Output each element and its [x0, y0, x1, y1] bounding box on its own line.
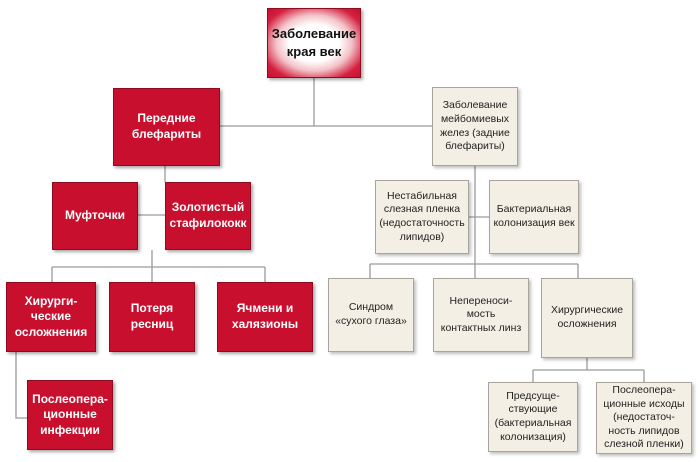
node-postop-infections: Послеопера- ционные инфекции [27, 380, 113, 450]
node-meibomian-disease: Заболевание мейбомиевых желез (задние бл… [432, 87, 518, 166]
node-bacterial-colonization: Бактериальная колонизация век [489, 180, 579, 254]
node-lash-loss: Потеря ресниц [109, 282, 195, 352]
connector-anterior-children [51, 250, 266, 282]
node-staphylococcus: Золотистый стафилококк [165, 182, 251, 250]
node-muftochki: Муфточки [52, 182, 138, 250]
node-root: Заболевание края век [267, 8, 361, 78]
node-postop-outcomes: Послеопера- ционные исходы (недостаточ- … [596, 382, 692, 454]
node-surgical-complications-left: Хирурги- ческие осложнения [6, 282, 96, 352]
node-predisposing: Предсуще- ствующие (бактериальная колони… [488, 382, 578, 452]
node-surgical-complications-right: Хирургические осложнения [541, 278, 633, 358]
connector-meibomian-children [369, 263, 579, 278]
connector-surgical-right-children [532, 358, 645, 382]
node-dry-eye-syndrome: Синдром «сухого глаза» [328, 278, 414, 352]
node-styes-chalazion: Ячмени и халязионы [217, 282, 313, 352]
node-contact-lens-intolerance: Неперенoси- мость контактных линз [433, 278, 529, 352]
connector-surgical-postop [15, 352, 27, 419]
node-unstable-tear-film: Нестабильная слезная пленка (недостаточн… [375, 180, 469, 254]
node-anterior-blepharitis: Передние блефариты [113, 88, 220, 166]
